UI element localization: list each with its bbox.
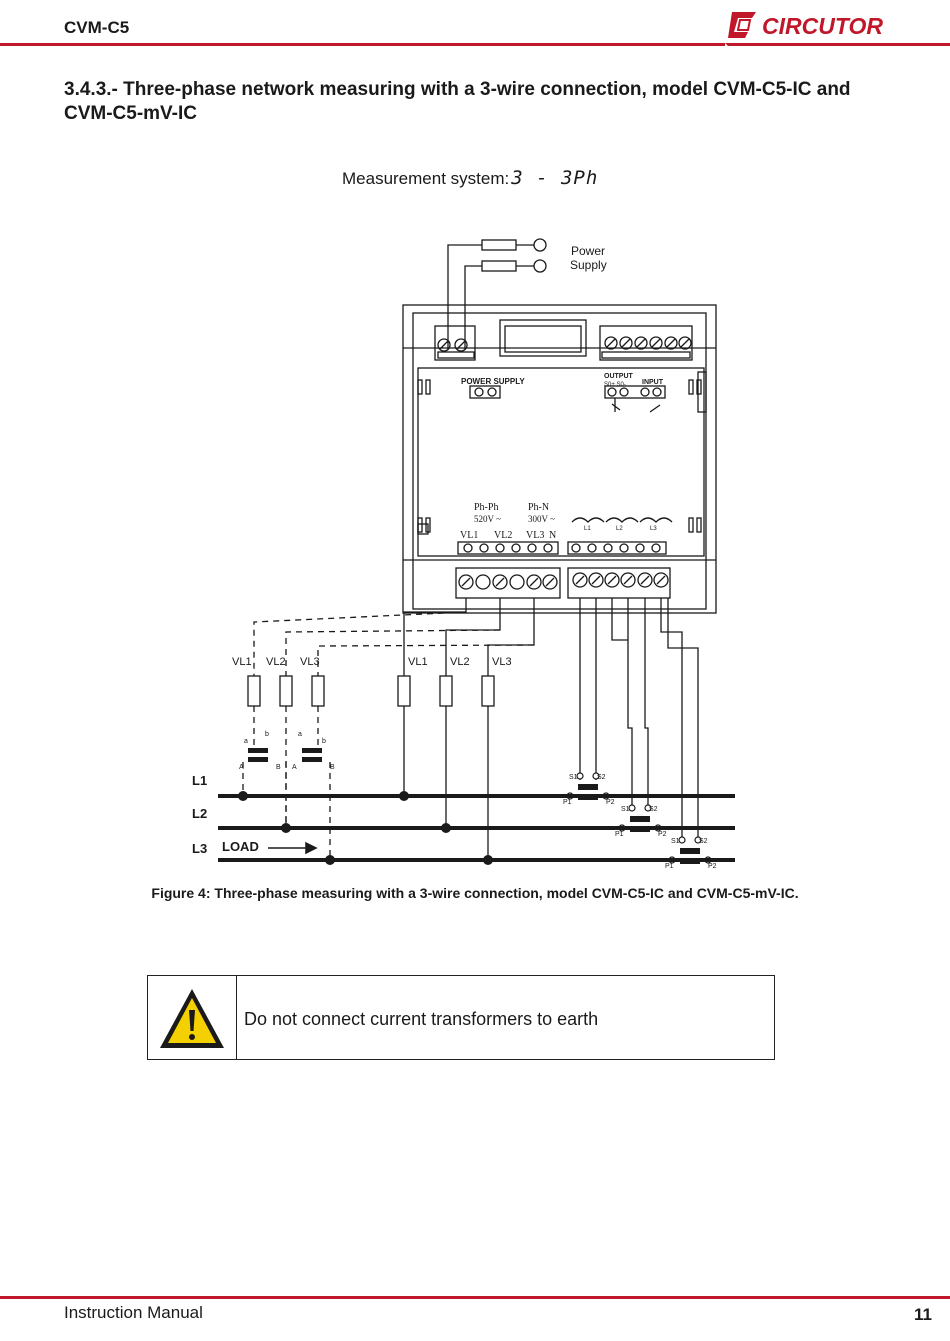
voltage-terminal-block [455,567,561,599]
line-l2-label: L2 [192,806,207,821]
direct-vl1-label: VL1 [408,656,428,668]
ct2-s1-label: S1 [621,806,630,813]
ct1-p2-label: P2 [606,799,615,806]
terminal-icon [533,259,547,273]
ct1-s2-label: S2 [597,774,606,781]
terminal-vl3-label: VL3 [526,530,544,541]
output-label: OUTPUT [604,373,634,380]
footer-rule [0,1296,950,1299]
footer-manual-label: Instruction Manual [64,1303,203,1322]
ct3-p1-label: P1 [665,863,674,870]
ct1-p1-label: P1 [563,799,572,806]
warning-triangle-icon [160,989,224,1048]
ct-l1-label: L1 [584,526,591,532]
ct3-p2-label: P2 [708,863,717,870]
fuse-icon [311,675,325,707]
vt-a-label: a [298,731,302,738]
fuse-icon [279,675,293,707]
fuse-icon [481,260,517,272]
direct-vl2-label: VL2 [450,656,470,668]
fuse-icon [481,239,517,251]
warning-box: Do not connect current transformers to e… [147,975,775,1060]
figure-caption: Figure 4: Three-phase measuring with a 3… [151,885,799,901]
device-label-panel [417,367,705,557]
ph-n-voltage: 300V ~ [528,514,555,524]
fuse-icon [481,675,495,707]
vt-B-label: B [330,764,335,771]
vt-a-label: a [244,738,248,745]
power-supply-label: Supply [570,258,607,272]
fuse-icon [439,675,453,707]
ph-ph-label: Ph-Ph [474,502,498,513]
vt-vl1-label: VL1 [232,656,252,668]
section-heading: 3.4.3.- Three-phase network measuring wi… [64,79,851,124]
current-terminal-block [567,567,671,599]
fuse-icon [397,675,411,707]
brand-logo: CIRCUTOR [728,12,883,39]
logo-text: CIRCUTOR [762,13,883,39]
vt-B-label: B [276,764,281,771]
ct2-s2-label: S2 [649,806,658,813]
circutor-logo-icon [728,12,756,38]
transformer-core [248,748,268,753]
header-rule [0,43,950,46]
measurement-display-code: 3 - 3Ph [511,167,599,189]
input-label: INPUT [642,379,664,386]
ph-n-label: Ph-N [528,502,549,513]
load-label: LOAD [222,839,259,854]
fuse-icon [247,675,261,707]
direct-vl3-label: VL3 [492,656,512,668]
page-number: 11 [914,1305,932,1324]
ct-l3-label: L3 [650,526,657,532]
header-title: CVM-C5 [64,18,130,37]
vt-A-label: A [292,764,297,771]
vt-vl2-label: VL2 [266,656,286,668]
warning-text: Do not connect current transformers to e… [244,1009,599,1029]
ct-l2-label: L2 [616,526,623,532]
terminal-vl2-label: VL2 [494,530,512,541]
vt-vl3-label: VL3 [300,656,320,668]
warning-icon-cell [148,976,237,1059]
device-body [402,304,717,614]
vt-A-label: A [239,764,244,771]
terminal-n-label: N [549,530,556,541]
measurement-system: Measurement system:3 - 3Ph [342,167,598,189]
terminal-vl1-label: VL1 [460,530,478,541]
line-l3-label: L3 [192,841,207,856]
measurement-label: Measurement system: [342,169,510,188]
wiring-diagram: Power Supply POWER SUPPLY OUTPUT S0+ S0-… [192,238,735,870]
power-supply-label: Power [571,244,605,258]
ct3-s2-label: S2 [699,838,708,845]
output-terms: S0+ S0- [604,382,626,388]
ct2-p2-label: P2 [658,831,667,838]
device-power-supply-label: POWER SUPPLY [461,377,525,386]
ct1-s1-label: S1 [569,774,578,781]
terminal-icon [533,238,547,252]
ct2-p1-label: P1 [615,831,624,838]
vt-b-label: b [322,738,326,745]
line-l1-label: L1 [192,773,207,788]
ph-ph-voltage: 520V ~ [474,514,501,524]
ct3-s1-label: S1 [671,838,680,845]
vt-b-label: b [265,731,269,738]
